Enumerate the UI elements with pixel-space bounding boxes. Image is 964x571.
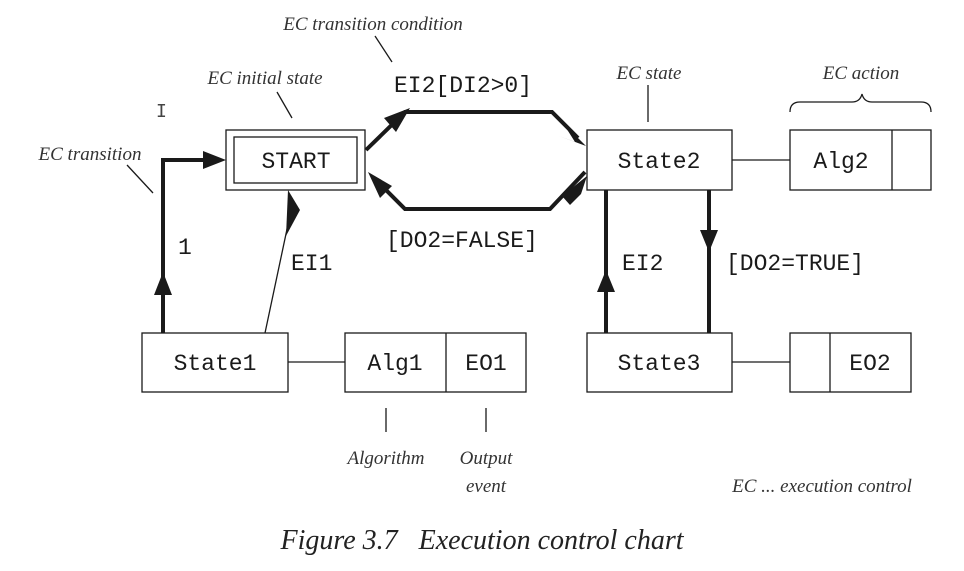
state-start-label: START — [261, 149, 330, 175]
transition-label-state2-state3: [DO2=TRUE] — [726, 251, 864, 277]
state2-start-arrowhead-1 — [562, 176, 587, 205]
callout-initial-state — [276, 91, 293, 119]
action-state2: Alg2 — [789, 129, 932, 191]
annotation-legend: EC ... execution control — [731, 476, 912, 497]
state2-state3-arrowhead — [700, 230, 718, 252]
state-state1: State1 — [141, 332, 289, 393]
annotation-event: event — [466, 476, 507, 497]
transition-label-start-state2: EI2[DI2>0] — [394, 73, 532, 99]
transition-label-state3-state2: EI2 — [622, 251, 663, 277]
state2-start-arrowhead-2 — [368, 172, 392, 198]
transition-state2-start-line — [375, 170, 587, 211]
callout-ec-transition — [126, 164, 154, 194]
action-eo2-label: EO2 — [849, 351, 890, 377]
transition-label-state1-start: 1 — [178, 235, 192, 261]
state1-start-arrowhead — [203, 151, 226, 169]
state-start: START — [225, 129, 366, 191]
state-state1-label: State1 — [174, 351, 257, 377]
action-alg1-label: Alg1 — [367, 351, 422, 377]
annotation-output: Output — [460, 448, 514, 469]
annotation-ec-action: EC action — [822, 63, 900, 84]
action-state1: Alg1 EO1 — [344, 332, 527, 393]
state-state3: State3 — [586, 332, 733, 393]
transition-start-state1-line — [264, 214, 291, 334]
state3-state2-arrowhead — [597, 270, 615, 292]
text-cursor-icon: I — [156, 101, 167, 122]
start-state2-arrowhead-2 — [559, 123, 586, 146]
transition-label-start-state1: EI1 — [291, 251, 332, 277]
state-state2: State2 — [586, 129, 733, 191]
figure-caption: Figure 3.7 Execution control chart — [279, 525, 684, 556]
state-state3-label: State3 — [618, 351, 701, 377]
callout-transition-condition — [374, 35, 393, 63]
annotation-ec-state: EC state — [616, 63, 682, 84]
action-eo1-label: EO1 — [465, 351, 506, 377]
annotation-algorithm: Algorithm — [345, 448, 424, 469]
annotation-ec-transition: EC transition — [38, 144, 142, 165]
action-alg2-label: Alg2 — [813, 149, 868, 175]
annotation-ec-transition-condition: EC transition condition — [282, 14, 462, 35]
start-state1-arrowhead — [286, 190, 300, 236]
callout-ec-action-brace — [789, 93, 932, 113]
start-state2-arrowhead-1 — [384, 108, 410, 132]
action-state3: EO2 — [789, 332, 912, 393]
state-state2-label: State2 — [618, 149, 701, 175]
transition-label-state2-start: [DO2=FALSE] — [386, 228, 538, 254]
annotation-ec-initial-state: EC initial state — [206, 68, 322, 89]
state1-start-up-arrowhead — [154, 272, 172, 295]
